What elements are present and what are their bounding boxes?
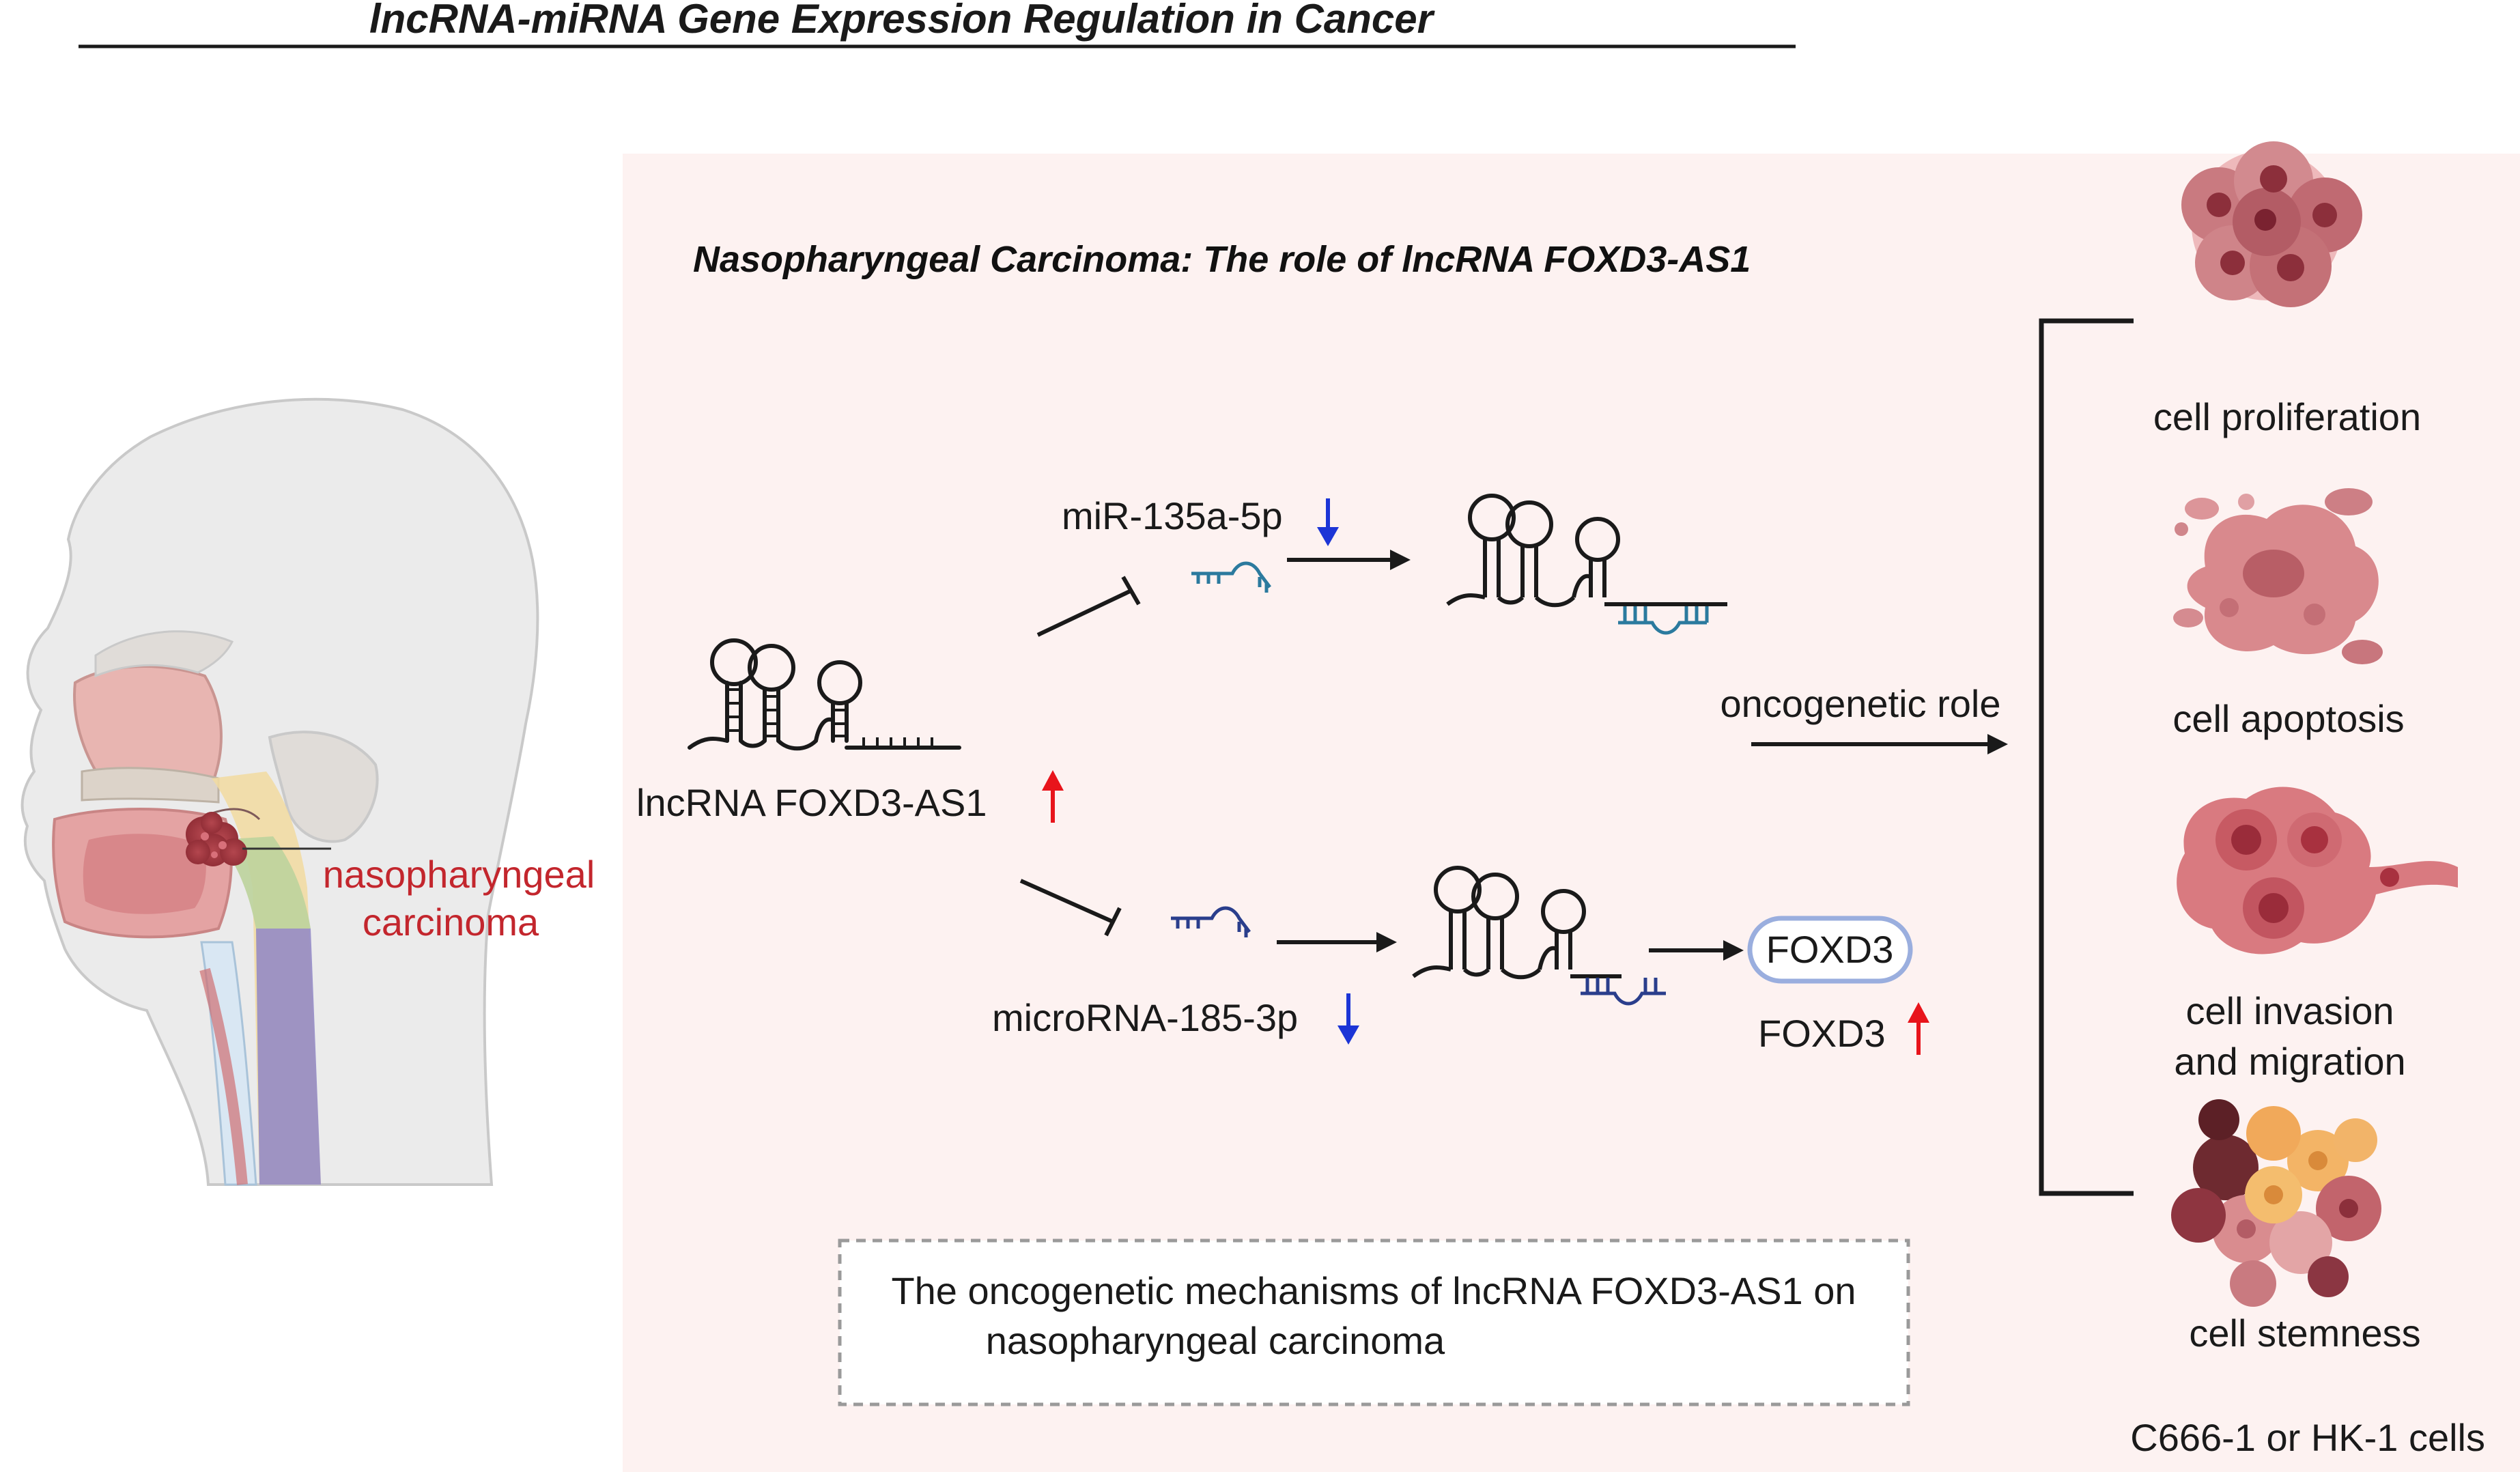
outcome-label-4-line1: cell stemness: [2189, 1312, 2420, 1355]
lncrna-up-arrow-icon: [1042, 770, 1064, 823]
outcome-label-1-line1: cell proliferation: [2153, 395, 2421, 438]
mirna-top-down-arrow-icon: [1317, 498, 1339, 546]
bound-mirna-bottom-icon: [1581, 978, 1666, 1006]
mirna-bottom-label: microRNA-185-3p: [992, 996, 1298, 1039]
mirna-bottom-icon: [1171, 906, 1251, 937]
foxd3-label: FOXD3: [1758, 1012, 1886, 1055]
tumor-label-line1: nasopharyngeal: [323, 853, 595, 896]
panel-title: Nasopharyngeal Carcinoma: The role of ln…: [693, 239, 1751, 280]
cell-apoptosis-icon: [2173, 488, 2383, 664]
lncrna-label: lncRNA FOXD3-AS1: [636, 781, 987, 824]
lncrna-mirna-complex-top-icon: [1446, 494, 1727, 608]
cells-note: C666-1 or HK-1 cells: [2130, 1416, 2485, 1459]
foxd3-box: [1747, 916, 1913, 984]
cell-stemness-icon: [2171, 1099, 2381, 1307]
foxd3-box-label: FOXD3: [1766, 928, 1894, 971]
tumor-blob: [186, 812, 247, 866]
foxd3-up-arrow-icon: [1908, 1002, 1929, 1055]
caption-line1: The oncogenetic mechanisms of lncRNA FOX…: [891, 1269, 1856, 1312]
mirna-top-icon: [1191, 561, 1271, 593]
outcome-label-3-line1: cell invasion: [2185, 989, 2394, 1032]
outcome-bracket: [2039, 318, 2134, 1196]
lncrna-tick-marks: [727, 688, 933, 748]
cell-proliferation-icon: [2181, 141, 2362, 307]
oncogenetic-role-label: oncogenetic role: [1721, 682, 2001, 725]
mirna-bottom-down-arrow-icon: [1337, 993, 1359, 1045]
inhibition-line-top: [1036, 576, 1141, 637]
bound-mirna-top-icon: [1618, 606, 1709, 635]
outcome-label-3-line2: and migration: [2174, 1040, 2405, 1083]
head-anatomy-illustration: [20, 397, 539, 1186]
caption-box: [838, 1239, 1910, 1406]
outcome-label-2-line1: cell apoptosis: [2172, 697, 2404, 740]
caption-line2: nasopharyngeal carcinoma: [986, 1319, 1445, 1362]
inhibition-line-bottom: [1019, 879, 1122, 937]
figure-title: lncRNA-miRNA Gene Expression Regulation …: [369, 0, 1436, 42]
tumor-label-line2: carcinoma: [363, 901, 539, 944]
mirna-top-label: miR-135a-5p: [1062, 494, 1283, 537]
cell-invasion-icon: [2177, 787, 2458, 954]
lncrna-mirna-complex-bottom-icon: [1412, 866, 1622, 980]
